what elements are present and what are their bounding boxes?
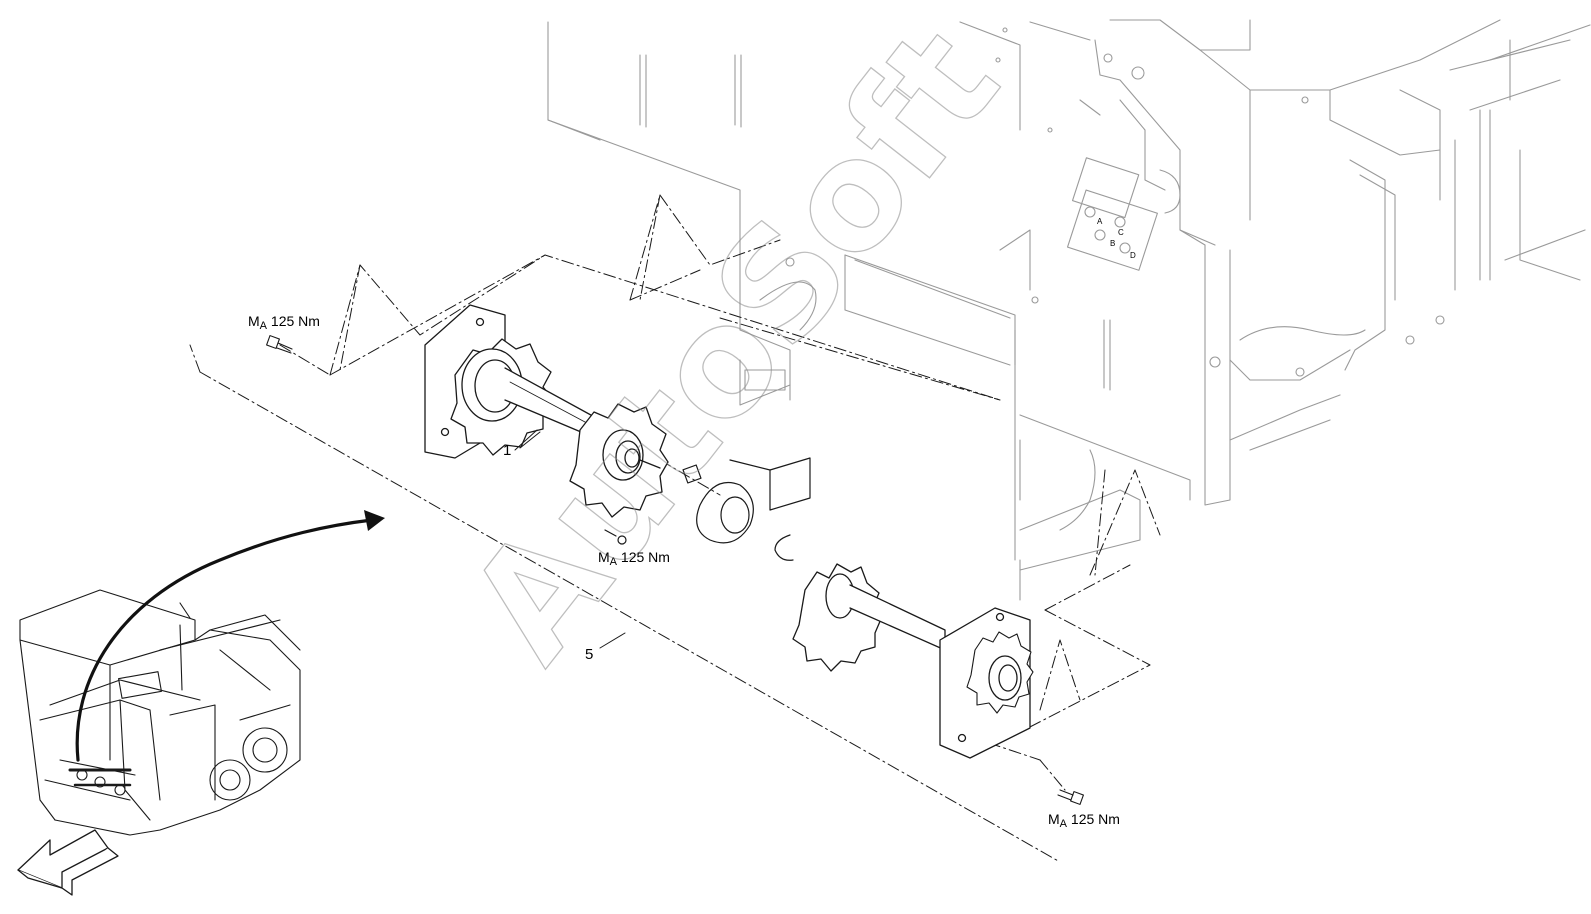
torque-symbol: M (1048, 811, 1060, 827)
panel-letter-a: A (1097, 217, 1103, 226)
torque-value: 125 Nm (620, 549, 670, 565)
torque-value: 125 Nm (270, 313, 320, 329)
torque-symbol: M (248, 313, 260, 329)
callout-arrow (75, 510, 385, 762)
rear-shaft-assembly (792, 563, 1034, 759)
torque-label-center: MA 125 Nm (598, 550, 670, 568)
bolt-bottom-right (1057, 789, 1084, 805)
bolt-top-left (266, 335, 293, 354)
panel-letter-b: B (1110, 239, 1116, 248)
torque-symbol: M (598, 549, 610, 565)
torque-label-bottom-right: MA 125 Nm (1048, 812, 1120, 830)
torque-label-top-left: MA 125 Nm (248, 314, 320, 332)
machine-frame (547, 19, 1591, 601)
torque-sub: A (259, 320, 268, 332)
machine-overview-icon (19, 589, 301, 836)
front-shaft-assembly (424, 304, 669, 518)
panel-letter-d: D (1130, 251, 1136, 260)
part-number-1: 1 (503, 442, 512, 459)
part-number-5: 5 (585, 646, 594, 663)
torque-sub: A (1059, 818, 1068, 830)
torque-value: 125 Nm (1070, 811, 1120, 827)
panel-letter-c: C (1118, 228, 1124, 237)
leader-lines (519, 431, 626, 649)
construction-lines (189, 194, 1161, 863)
torque-sub: A (609, 556, 618, 568)
view-direction-arrow (17, 829, 119, 896)
coupling-parts (604, 457, 811, 561)
